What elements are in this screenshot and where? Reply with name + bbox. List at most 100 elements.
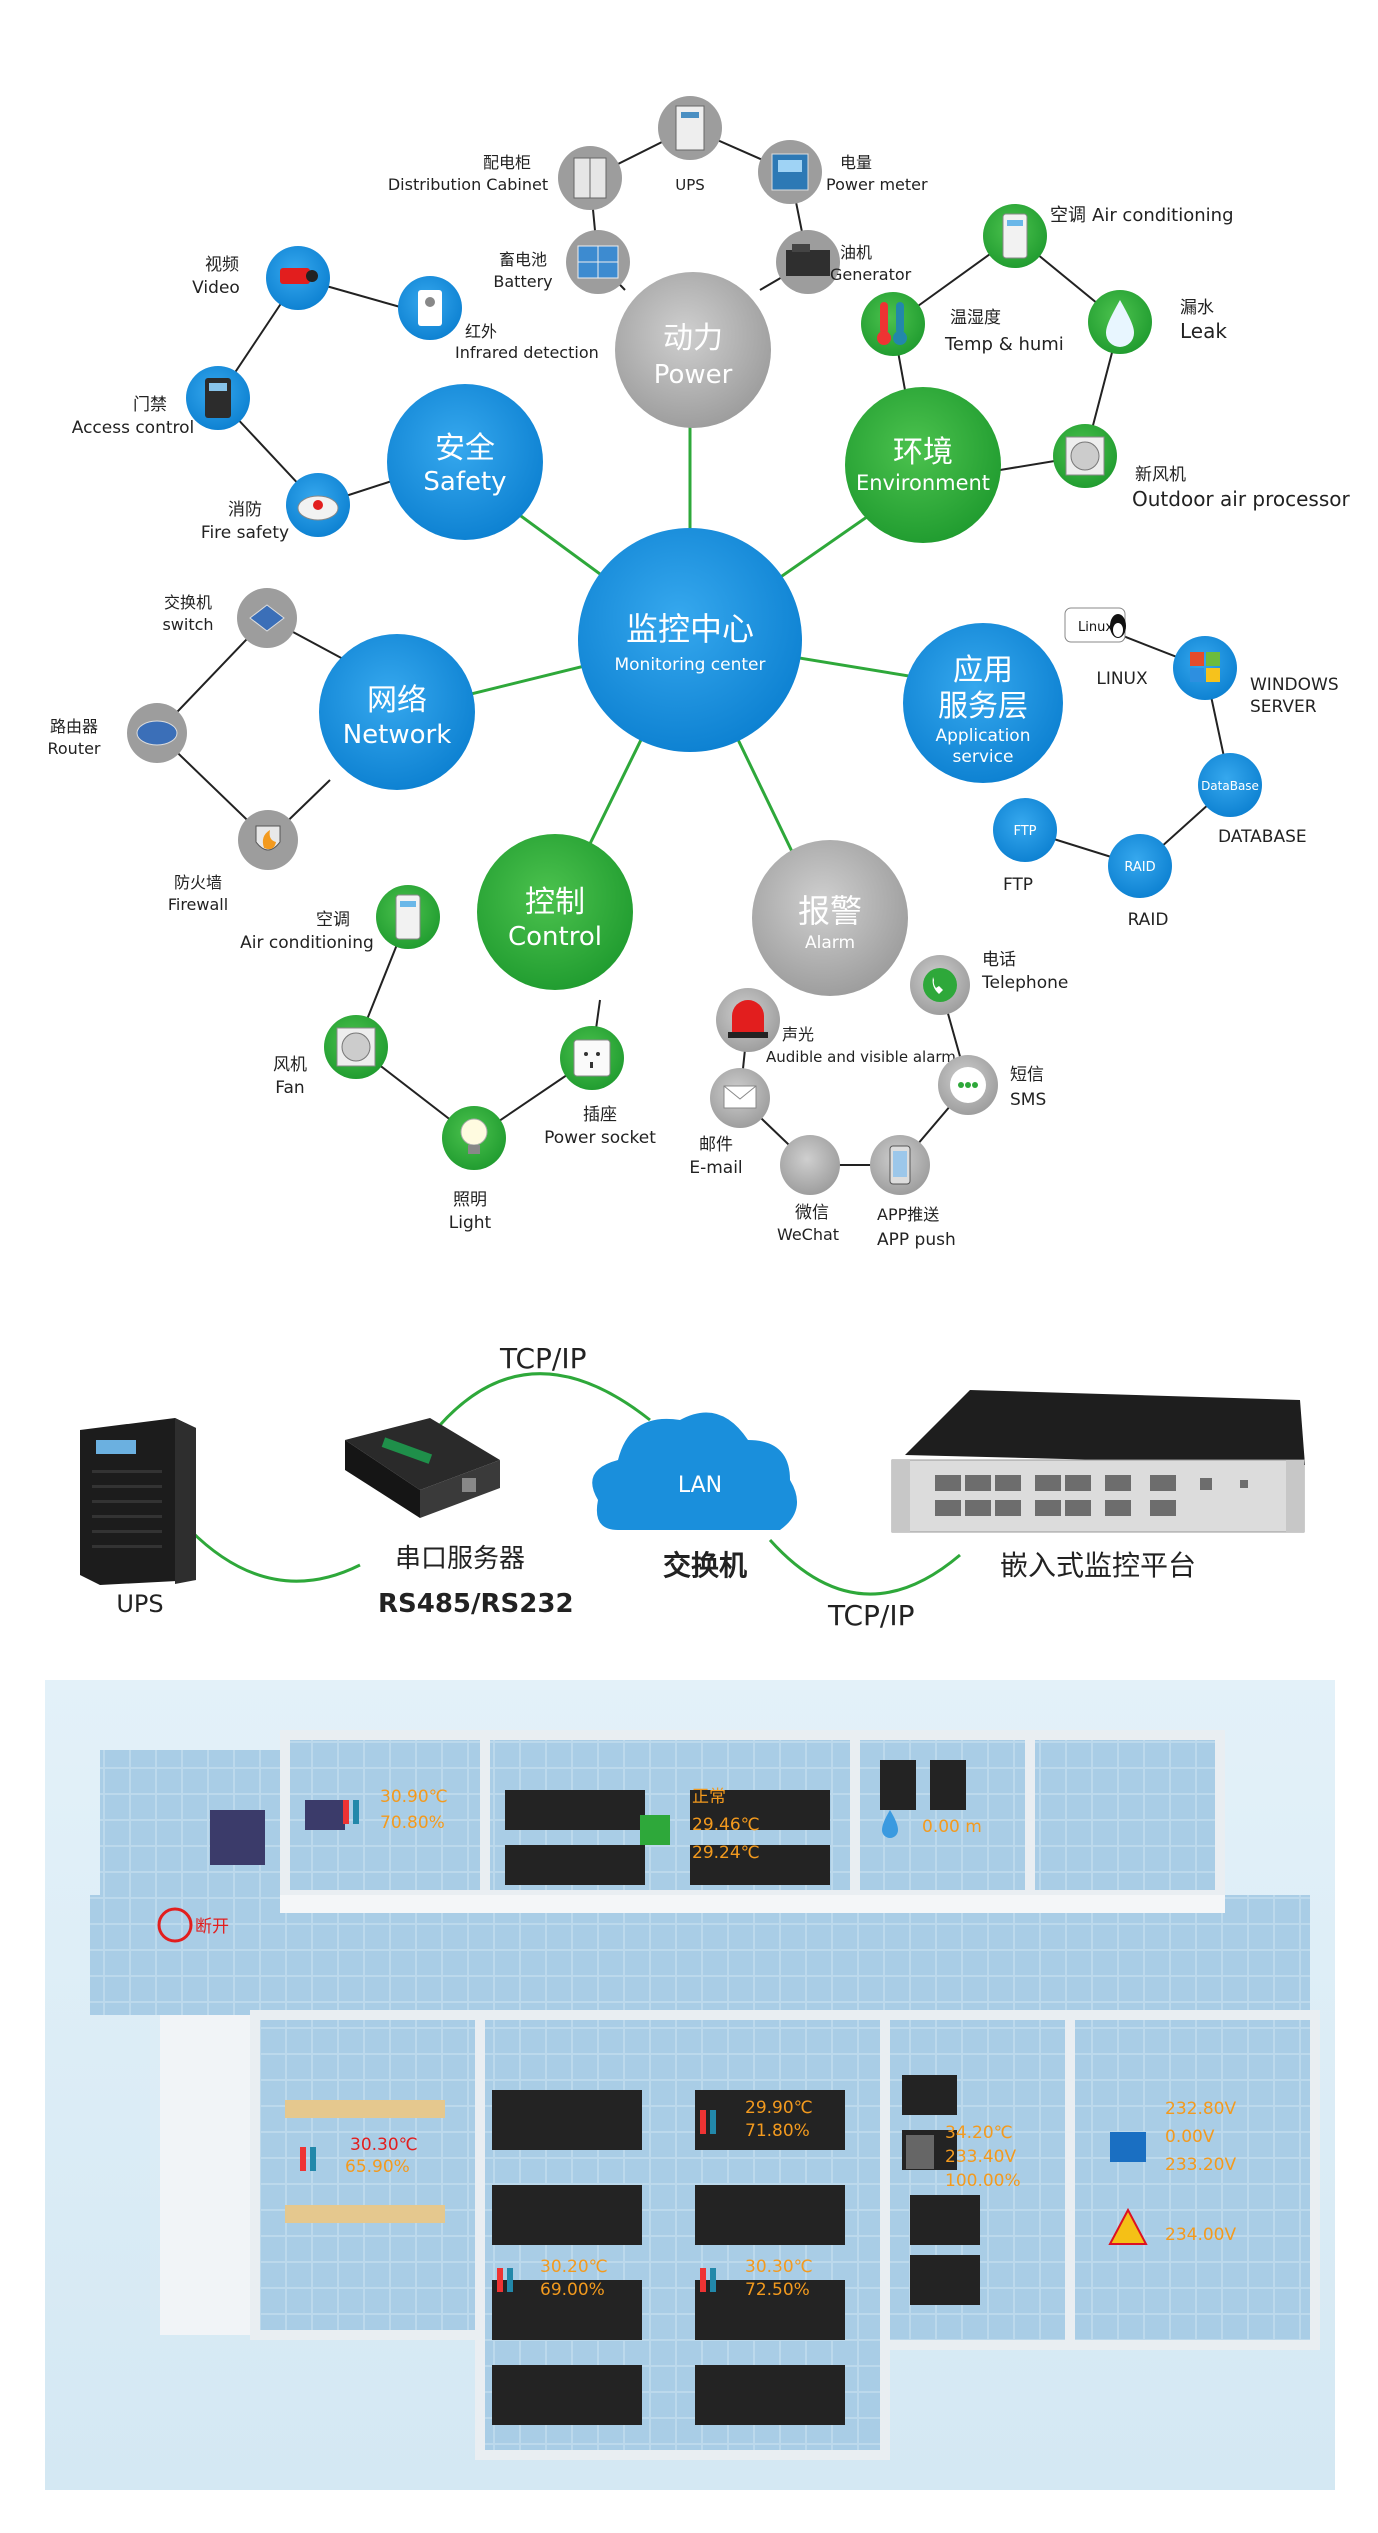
app-en2: service	[953, 747, 1014, 767]
database-label: DATABASE	[1218, 827, 1307, 847]
switch-en: switch	[162, 615, 213, 634]
leak-en: Leak	[1180, 319, 1227, 343]
control-aircon-en: Air conditioning	[240, 933, 374, 953]
fresh-en: Outdoor air processor	[1132, 487, 1350, 511]
link-ups-serial	[188, 1528, 361, 1583]
link-lan-platform	[768, 1538, 961, 1596]
lan-label: LAN	[678, 1473, 722, 1498]
ups-temp: 34.20℃	[945, 2123, 1013, 2143]
power-en: Power	[654, 360, 733, 390]
video-zh: 视频	[205, 255, 239, 275]
firewall-en: Firewall	[168, 895, 228, 914]
cabinet-zh: 配电柜	[483, 153, 531, 172]
pm-voltage-1: 232.80V	[1165, 2099, 1236, 2119]
application-nodes: Linux LINUX WINDOWS SERVER DataBase DATA…	[993, 607, 1339, 930]
battery-zh: 畜电池	[499, 250, 547, 269]
linux-badge: Linux	[1078, 620, 1113, 635]
safety-en: Safety	[423, 467, 506, 497]
sms-zh: 短信	[1010, 1065, 1044, 1085]
leak-drop-icon	[882, 1810, 898, 1838]
wechat-en: WeChat	[777, 1225, 839, 1244]
router-icon	[127, 703, 187, 763]
ftp-node: FTP	[993, 798, 1057, 862]
network-hub: 网络 Network	[319, 634, 475, 790]
tcp-ip-top: TCP/IP	[499, 1342, 586, 1375]
ftp-label: FTP	[1003, 875, 1033, 895]
fire-en: Fire safety	[201, 523, 289, 543]
r4-humi: 69.00%	[540, 2280, 605, 2300]
raid-node: RAID	[1108, 834, 1172, 898]
switch-icon	[237, 588, 297, 648]
app-push-zh: APP推送	[877, 1205, 939, 1224]
socket-icon	[560, 1026, 624, 1090]
distribution-cabinet-icon	[558, 146, 622, 210]
ups-tower-icon	[80, 1418, 196, 1585]
raid-badge: RAID	[1124, 860, 1155, 875]
link-serial-lan	[438, 1372, 651, 1427]
alarm-nodes: 电话 Telephone 声光 Audible and visible alar…	[689, 950, 1068, 1250]
r2-humi: 65.90%	[345, 2157, 410, 2177]
light-en: Light	[449, 1213, 492, 1233]
overlay-icons	[157, 1800, 1148, 2292]
app-push-en: APP push	[877, 1230, 956, 1250]
floor-readings: 断开 30.90℃ 70.80% 正常 29.46℃ 29.24℃ 0.00 m…	[195, 1787, 1236, 2300]
generator-zh: 油机	[840, 243, 872, 262]
control-nodes: 空调 Air conditioning 风机 Fan 插座 Power sock…	[240, 885, 656, 1233]
env-aircon-en: Air conditioning	[1092, 205, 1234, 226]
switch-caption: 交换机	[663, 1549, 747, 1582]
thermometer-icon-4	[497, 2268, 513, 2292]
platform-caption: 嵌入式监控平台	[1000, 1549, 1196, 1582]
network-zh: 网络	[367, 683, 427, 718]
alarm-zh: 报警	[798, 892, 862, 930]
safety-zh: 安全	[435, 431, 495, 466]
ups-caption: UPS	[116, 1590, 163, 1618]
environment-hub: 环境 Environment	[845, 387, 1001, 543]
telephone-icon	[910, 955, 970, 1015]
telephone-en: Telephone	[981, 973, 1068, 993]
router-en: Router	[47, 739, 100, 758]
raid-label: RAID	[1128, 910, 1169, 930]
power-meter-icon	[758, 140, 822, 204]
ups-voltage: 233.40V	[945, 2147, 1016, 2167]
serial-server-en: RS485/RS232	[378, 1589, 574, 1619]
thermometer-icon-3	[700, 2110, 716, 2134]
leak-reading: 0.00 m	[922, 1817, 982, 1837]
telephone-zh: 电话	[982, 950, 1016, 970]
temp-humi-icon	[861, 292, 925, 356]
ups-label: UPS	[675, 176, 705, 194]
windows-en1: WINDOWS	[1250, 675, 1339, 695]
topology-section: TCP/IP TCP/IP UPS 串口服务器 RS485/RS232	[80, 1342, 1305, 1632]
pm-voltage-3: 233.20V	[1165, 2155, 1236, 2175]
fan-en: Fan	[275, 1078, 304, 1098]
environment-nodes: 空调 Air conditioning 温湿度 Temp & humi 漏水 L…	[861, 204, 1350, 511]
generator-en: Generator	[830, 265, 912, 284]
firewall-icon	[238, 810, 298, 870]
fresh-zh: 新风机	[1135, 465, 1186, 485]
pm-voltage-2: 0.00V	[1165, 2127, 1215, 2147]
control-en: Control	[508, 922, 602, 952]
floor-plan: 断开 30.90℃ 70.80% 正常 29.46℃ 29.24℃ 0.00 m…	[45, 1680, 1335, 2490]
ac-temp-1: 29.46℃	[692, 1815, 760, 1835]
linux-label: LINUX	[1096, 669, 1148, 689]
email-zh: 邮件	[699, 1135, 733, 1155]
app-push-icon	[870, 1135, 930, 1195]
center-zh: 监控中心	[626, 610, 754, 648]
leak-icon	[1088, 290, 1152, 354]
serial-server-icon	[345, 1418, 500, 1518]
alarm-hub: 报警 Alarm	[752, 840, 908, 996]
fresh-air-icon	[1053, 424, 1117, 488]
safety-nodes: 视频 Video 红外 Infrared detection 门禁 Access…	[72, 246, 599, 543]
ups-load: 100.00%	[945, 2171, 1021, 2191]
network-nodes: 交换机 switch 路由器 Router 防火墙 Firewall	[47, 588, 298, 914]
r1-humi: 70.80%	[380, 1813, 445, 1833]
sms-icon	[938, 1055, 998, 1115]
wechat-icon	[780, 1135, 840, 1195]
power-meter-floor-icon	[1110, 2132, 1146, 2162]
battery-en: Battery	[493, 272, 552, 291]
video-en: Video	[192, 278, 240, 298]
env-en: Environment	[856, 471, 990, 495]
access-en: Access control	[72, 418, 195, 438]
fan-zh: 风机	[273, 1055, 307, 1075]
socket-en: Power socket	[544, 1128, 656, 1148]
